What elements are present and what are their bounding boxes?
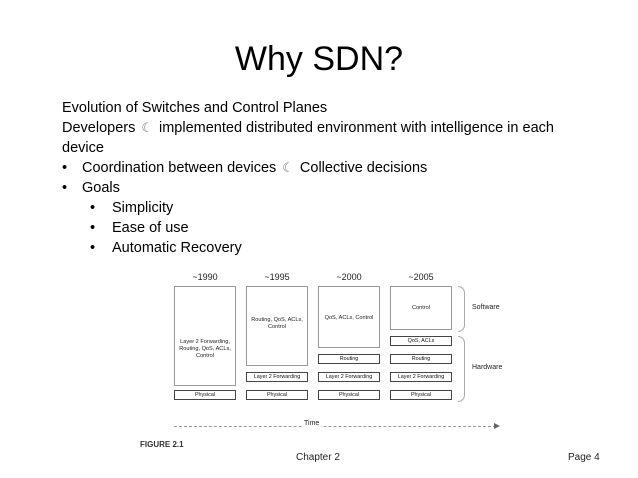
col4-control-box: Control <box>390 286 452 330</box>
footer-page-number: Page 4 <box>568 452 600 463</box>
year-2005: ~2005 <box>408 272 434 282</box>
footer-chapter: Chapter 2 <box>296 452 340 463</box>
body-line-3: device <box>62 140 104 156</box>
col4-physical: Physical <box>390 390 452 400</box>
col4-qos-acls: QoS, ACLs <box>390 336 452 346</box>
figure-switch-evolution: ~1990 ~1995 ~2000 ~2005 Layer 2 Forwardi… <box>140 268 520 449</box>
coordination-text: Coordination between devices <box>82 160 277 176</box>
body-line-2: Developers ☾ implemented distributed envir… <box>62 118 602 138</box>
col4-routing: Routing <box>390 354 452 364</box>
col2-l2-forwarding: Layer 2 Forwarding <box>246 372 308 382</box>
year-1995: ~1995 <box>264 272 290 282</box>
bullet-coordination: Coordination between devices ☾ Collective … <box>62 158 602 178</box>
developers-continuation-text: implemented distributed environment with… <box>159 120 554 136</box>
bullet-goals: Goals <box>62 178 602 198</box>
col3-l2-forwarding: Layer 2 Forwarding <box>318 372 380 382</box>
subbullet-automatic-recovery: Automatic Recovery <box>62 238 602 258</box>
col1-software-box: Layer 2 Forwarding, Routing, QoS, ACLs, … <box>174 286 236 386</box>
arrow-right-icon <box>494 423 500 429</box>
time-label: Time <box>302 420 322 427</box>
col3-routing: Routing <box>318 354 380 364</box>
slide-body: Evolution of Switches and Control Planes… <box>62 98 602 258</box>
software-label: Software <box>472 304 500 311</box>
col2-physical: Physical <box>246 390 308 400</box>
col3-physical: Physical <box>318 390 380 400</box>
col3-software-box: QoS, ACLs, Control <box>318 286 380 348</box>
year-2000: ~2000 <box>336 272 362 282</box>
year-1990: ~1990 <box>192 272 218 282</box>
hardware-label: Hardware <box>472 364 503 371</box>
software-brace <box>458 286 465 332</box>
time-axis-line <box>174 426 496 427</box>
subbullet-ease-of-use: Ease of use <box>62 218 602 238</box>
figure-caption: FIGURE 2.1 <box>140 440 184 449</box>
col2-software-box: Routing, QoS, ACLs, Control <box>246 286 308 366</box>
body-line-1: Evolution of Switches and Control Planes <box>62 100 328 116</box>
subbullet-simplicity: Simplicity <box>62 198 602 218</box>
hardware-brace <box>458 336 465 402</box>
crescent-arrow-icon: ☾ <box>141 120 153 135</box>
slide-title: Why SDN? <box>234 40 404 78</box>
collective-text: Collective decisions <box>299 160 428 176</box>
col1-physical: Physical <box>174 390 236 400</box>
col4-l2-forwarding: Layer 2 Forwarding <box>390 372 452 382</box>
developers-text: Developers <box>62 120 136 136</box>
crescent-arrow-icon: ☾ <box>282 160 294 175</box>
